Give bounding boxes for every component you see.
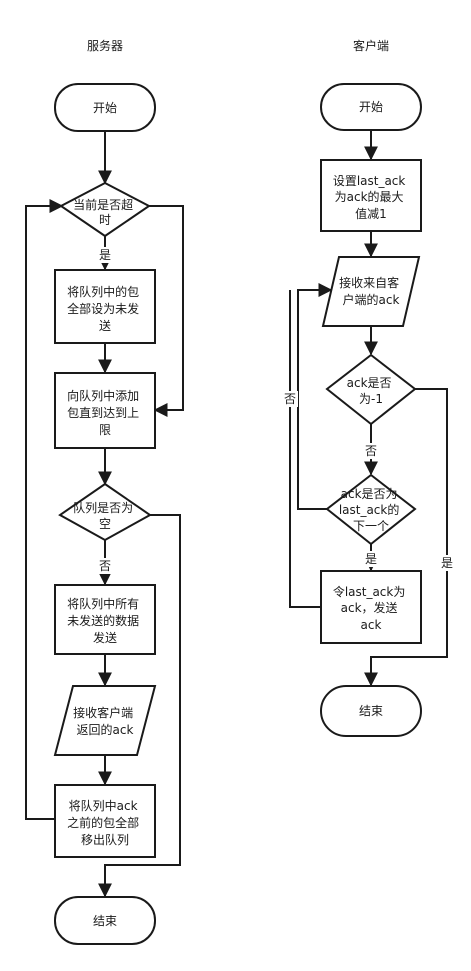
server-send-label: 将队列中所有 未发送的数据 发送 — [67, 596, 143, 645]
server-reset-label: 将队列中的包 全部设为未发 送 — [67, 284, 143, 333]
server-remove-label: 将队列中ack 之前的包全部 移出队列 — [67, 798, 143, 847]
server-recv-io: 接收客户端 返回的ack — [53, 685, 157, 756]
server-timeout-label: 当前是否超 时 — [73, 197, 137, 227]
server-empty-decision: 队列是否为 空 — [58, 482, 152, 542]
client-end-node: 结束 — [320, 685, 422, 737]
client-update-process: 令last_ack为 ack，发送 ack — [320, 570, 422, 644]
edge-neg-yes — [364, 388, 448, 687]
client-start-label: 开始 — [359, 100, 383, 114]
client-next-label: ack是否为 last_ack的 下一个 — [339, 487, 403, 533]
client-next-yes-label: 是 — [365, 552, 377, 566]
client-neg-no-label: 否 — [365, 444, 377, 458]
server-reset-process: 将队列中的包 全部设为未发 送 — [54, 269, 156, 344]
server-start-node: 开始 — [54, 83, 156, 132]
client-recv-io: 接收来自客 户端的ack — [321, 256, 421, 327]
client-set-process: 设置last_ack 为ack的最大 值减1 — [320, 159, 422, 232]
client-recv-label: 接收来自客 户端的ack — [339, 275, 403, 307]
client-update-loop-no-label: 否 — [284, 392, 296, 406]
client-neg-decision: ack是否 为-1 — [325, 353, 417, 426]
server-start-label: 开始 — [93, 101, 117, 115]
server-add-label: 向队列中添加 包直到达到上 限 — [67, 388, 143, 437]
server-timeout-decision: 当前是否超 时 — [59, 181, 151, 238]
edge-loop-back — [25, 199, 64, 820]
server-timeout-yes-label: 是 — [99, 248, 111, 262]
server-empty-label: 队列是否为 空 — [73, 500, 137, 531]
server-end-node: 结束 — [54, 896, 156, 945]
server-end-label: 结束 — [93, 914, 117, 928]
client-start-node: 开始 — [320, 83, 422, 131]
client-column-title: 客户端 — [353, 38, 389, 53]
server-add-process: 向队列中添加 包直到达到上 限 — [54, 372, 156, 449]
server-column-title: 服务器 — [87, 38, 123, 53]
server-remove-process: 将队列中ack 之前的包全部 移出队列 — [54, 784, 156, 858]
edge-update-loop — [289, 290, 322, 608]
client-neg-yes-label: 是 — [441, 556, 453, 570]
edge-timeout-no — [149, 205, 184, 417]
client-set-label: 设置last_ack 为ack的最大 值减1 — [333, 174, 409, 221]
server-recv-label: 接收客户端 返回的ack — [73, 705, 137, 737]
client-neg-label: ack是否 为-1 — [347, 376, 396, 406]
edge-empty-yes — [98, 514, 181, 898]
client-update-label: 令last_ack为 ack，发送 ack — [333, 584, 409, 632]
server-empty-no-label: 否 — [99, 559, 111, 573]
client-next-decision: ack是否为 last_ack的 下一个 — [325, 473, 417, 546]
server-send-process: 将队列中所有 未发送的数据 发送 — [54, 584, 156, 655]
client-end-label: 结束 — [359, 704, 383, 718]
